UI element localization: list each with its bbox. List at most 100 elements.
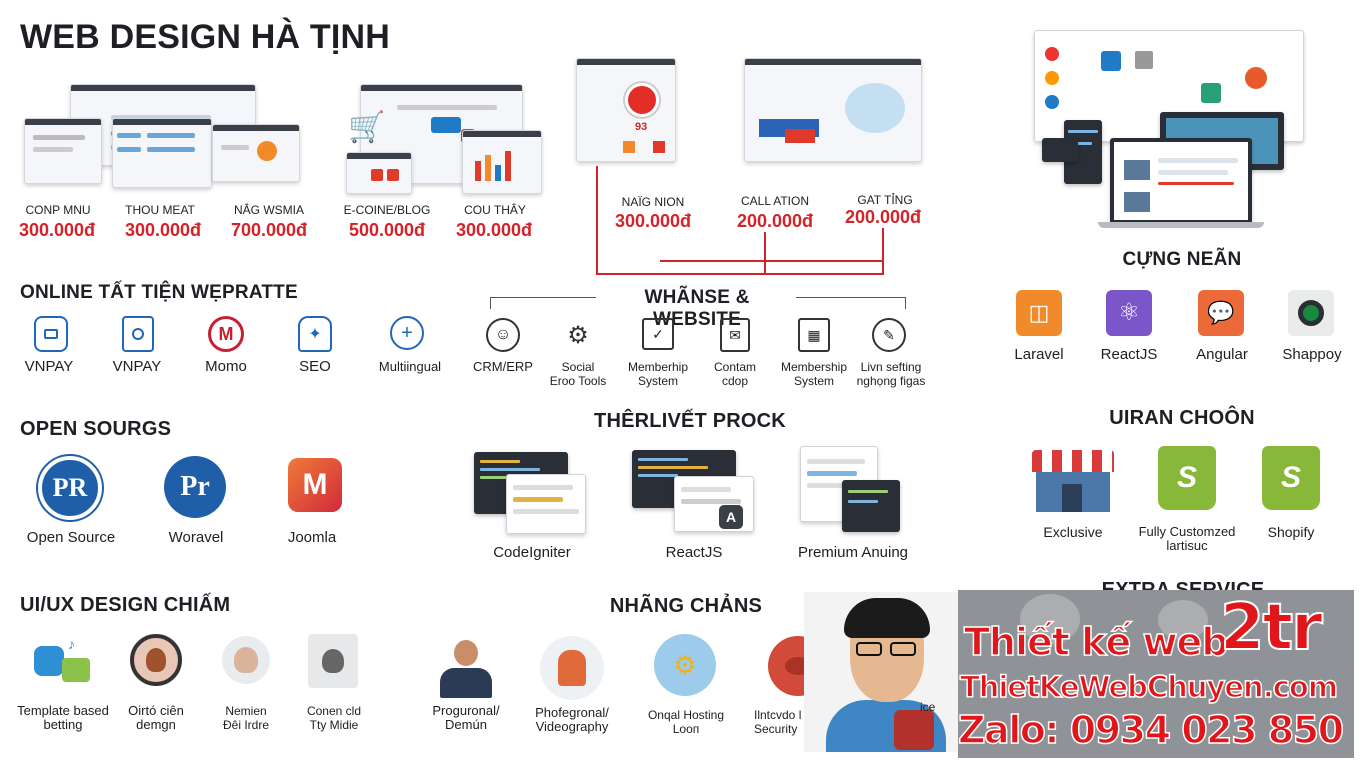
connector-line [660, 260, 884, 262]
uiran-item-label: Exclusive [1043, 524, 1103, 540]
vnpay-icon [34, 316, 68, 352]
framework-label: CodeIgniter [493, 544, 571, 561]
framework-label: Shappoy [1282, 346, 1342, 363]
person-icon [222, 636, 270, 684]
code-window: A [674, 476, 754, 532]
price-value: 200.000đ [844, 207, 922, 227]
mockup-window [346, 152, 412, 194]
live-setting-icon: ✎ [872, 318, 906, 352]
online-item-label: VNPAY [112, 358, 162, 375]
shopify-bag-icon: S [1158, 446, 1216, 510]
pr-logo-icon: Pr [164, 456, 226, 518]
laptop-base [1098, 222, 1264, 228]
uiux-heading: UI/UX DESIGN CHIẤM [20, 594, 231, 616]
framework-label: Angular [1196, 346, 1248, 363]
momo-icon: M [208, 316, 244, 352]
cart-icon: 🛒 [348, 111, 386, 144]
banner-headline: Thiết kế web [963, 619, 1229, 665]
uiran-item-label: Shopify [1267, 524, 1315, 540]
mockup-window: 93 [576, 58, 676, 162]
page-title: WEB DESIGN HÀ TỊNH [20, 18, 391, 56]
connector-line [596, 166, 598, 274]
price-label: GAT TỈNG [857, 193, 913, 207]
framework-label: ReactJS [1100, 346, 1158, 363]
person-card-icon [308, 634, 358, 688]
photographer-icon [540, 636, 604, 700]
react-icon: ⚛ [1106, 290, 1152, 336]
price-label: COU THÂY [464, 203, 526, 217]
portrait-icon [130, 634, 182, 686]
open-item-label: Woravel [168, 529, 224, 546]
banner-price: 2tr [1219, 590, 1324, 666]
price-label: NẮG WSMIA [233, 203, 304, 217]
presenter-photo [804, 592, 959, 752]
multilingual-icon: + [390, 316, 424, 350]
chat-bubble-icon: 💬 [1198, 290, 1244, 336]
extra-partial-text: ice [920, 700, 936, 714]
price-value: 300.000đ [124, 220, 202, 240]
mockup-window [112, 118, 212, 188]
connector-line [882, 228, 884, 274]
nhang-item-label: Proguronal/Demún [432, 703, 500, 732]
online-heading: ONLINE TẤT TIỆN WẸPRATTE [20, 282, 298, 303]
price-label: NAÏG NION [621, 195, 685, 209]
online-item-label: SEO [299, 358, 331, 375]
price-value: 300.000đ [614, 211, 692, 231]
shappoy-icon [1288, 290, 1334, 336]
price-label: E-COINE/BLOG [343, 203, 431, 217]
a-badge-icon: A [719, 505, 743, 529]
joomla-icon: M [288, 458, 342, 512]
framework-label: ReactJS [665, 544, 723, 561]
shopify-bag-icon: S [1262, 446, 1320, 510]
online-item-label: Momo [205, 358, 247, 375]
social-tools-icon: ⚙ [567, 321, 589, 349]
price-value: 200.000đ [736, 211, 814, 231]
promo-banner: Thiết kế web 2tr ThietKeWebChuyen.com Za… [957, 590, 1354, 758]
bracket-line [796, 297, 906, 298]
open-item-label: Joomla [287, 529, 337, 546]
online-item-label: VNPAY [24, 358, 74, 375]
open-heading: OPEN SOURGS [20, 418, 172, 440]
mockup-window [212, 124, 300, 182]
membership-icon: ▦ [798, 318, 830, 352]
price-label: THOU MEAT [125, 203, 195, 217]
price-value: 300.000đ [455, 220, 533, 240]
mockup-window [24, 118, 102, 184]
bracket-line [490, 297, 491, 309]
framework-label: Premium Anuing [797, 544, 909, 561]
therliv-heading: THÊRLIVẾT PROCK [594, 410, 786, 432]
banner-website: ThietKeWebChuyen.com [959, 669, 1339, 705]
framework-label: Laravel [1014, 346, 1064, 363]
storefront-icon [1032, 450, 1114, 516]
whanse-heading: WHÃNSE & WEBSITE [644, 287, 750, 330]
calendar-icon: ✓ [642, 318, 674, 350]
laravel-icon: ◫ [1016, 290, 1062, 336]
mockup-price: 93 [635, 121, 648, 133]
code-window [506, 474, 586, 534]
tablet-screen [842, 480, 900, 532]
price-label: CONP MNU [25, 203, 91, 217]
connector-line [596, 273, 884, 275]
vnpay-icon [122, 316, 154, 352]
nhang-item-label: Phofegronal/Videography [535, 705, 609, 734]
businessman-icon [438, 640, 494, 698]
monitor-mockup [1110, 138, 1252, 224]
price-value: 500.000đ [348, 220, 426, 240]
phone-mockup [1042, 138, 1078, 162]
bracket-line [905, 297, 906, 309]
nhang-heading: NHÃNG CHẢNS [609, 595, 763, 617]
whanse-item-label: CRM/ERP [473, 359, 533, 374]
hosting-gear-icon: ⚙ [654, 634, 716, 696]
